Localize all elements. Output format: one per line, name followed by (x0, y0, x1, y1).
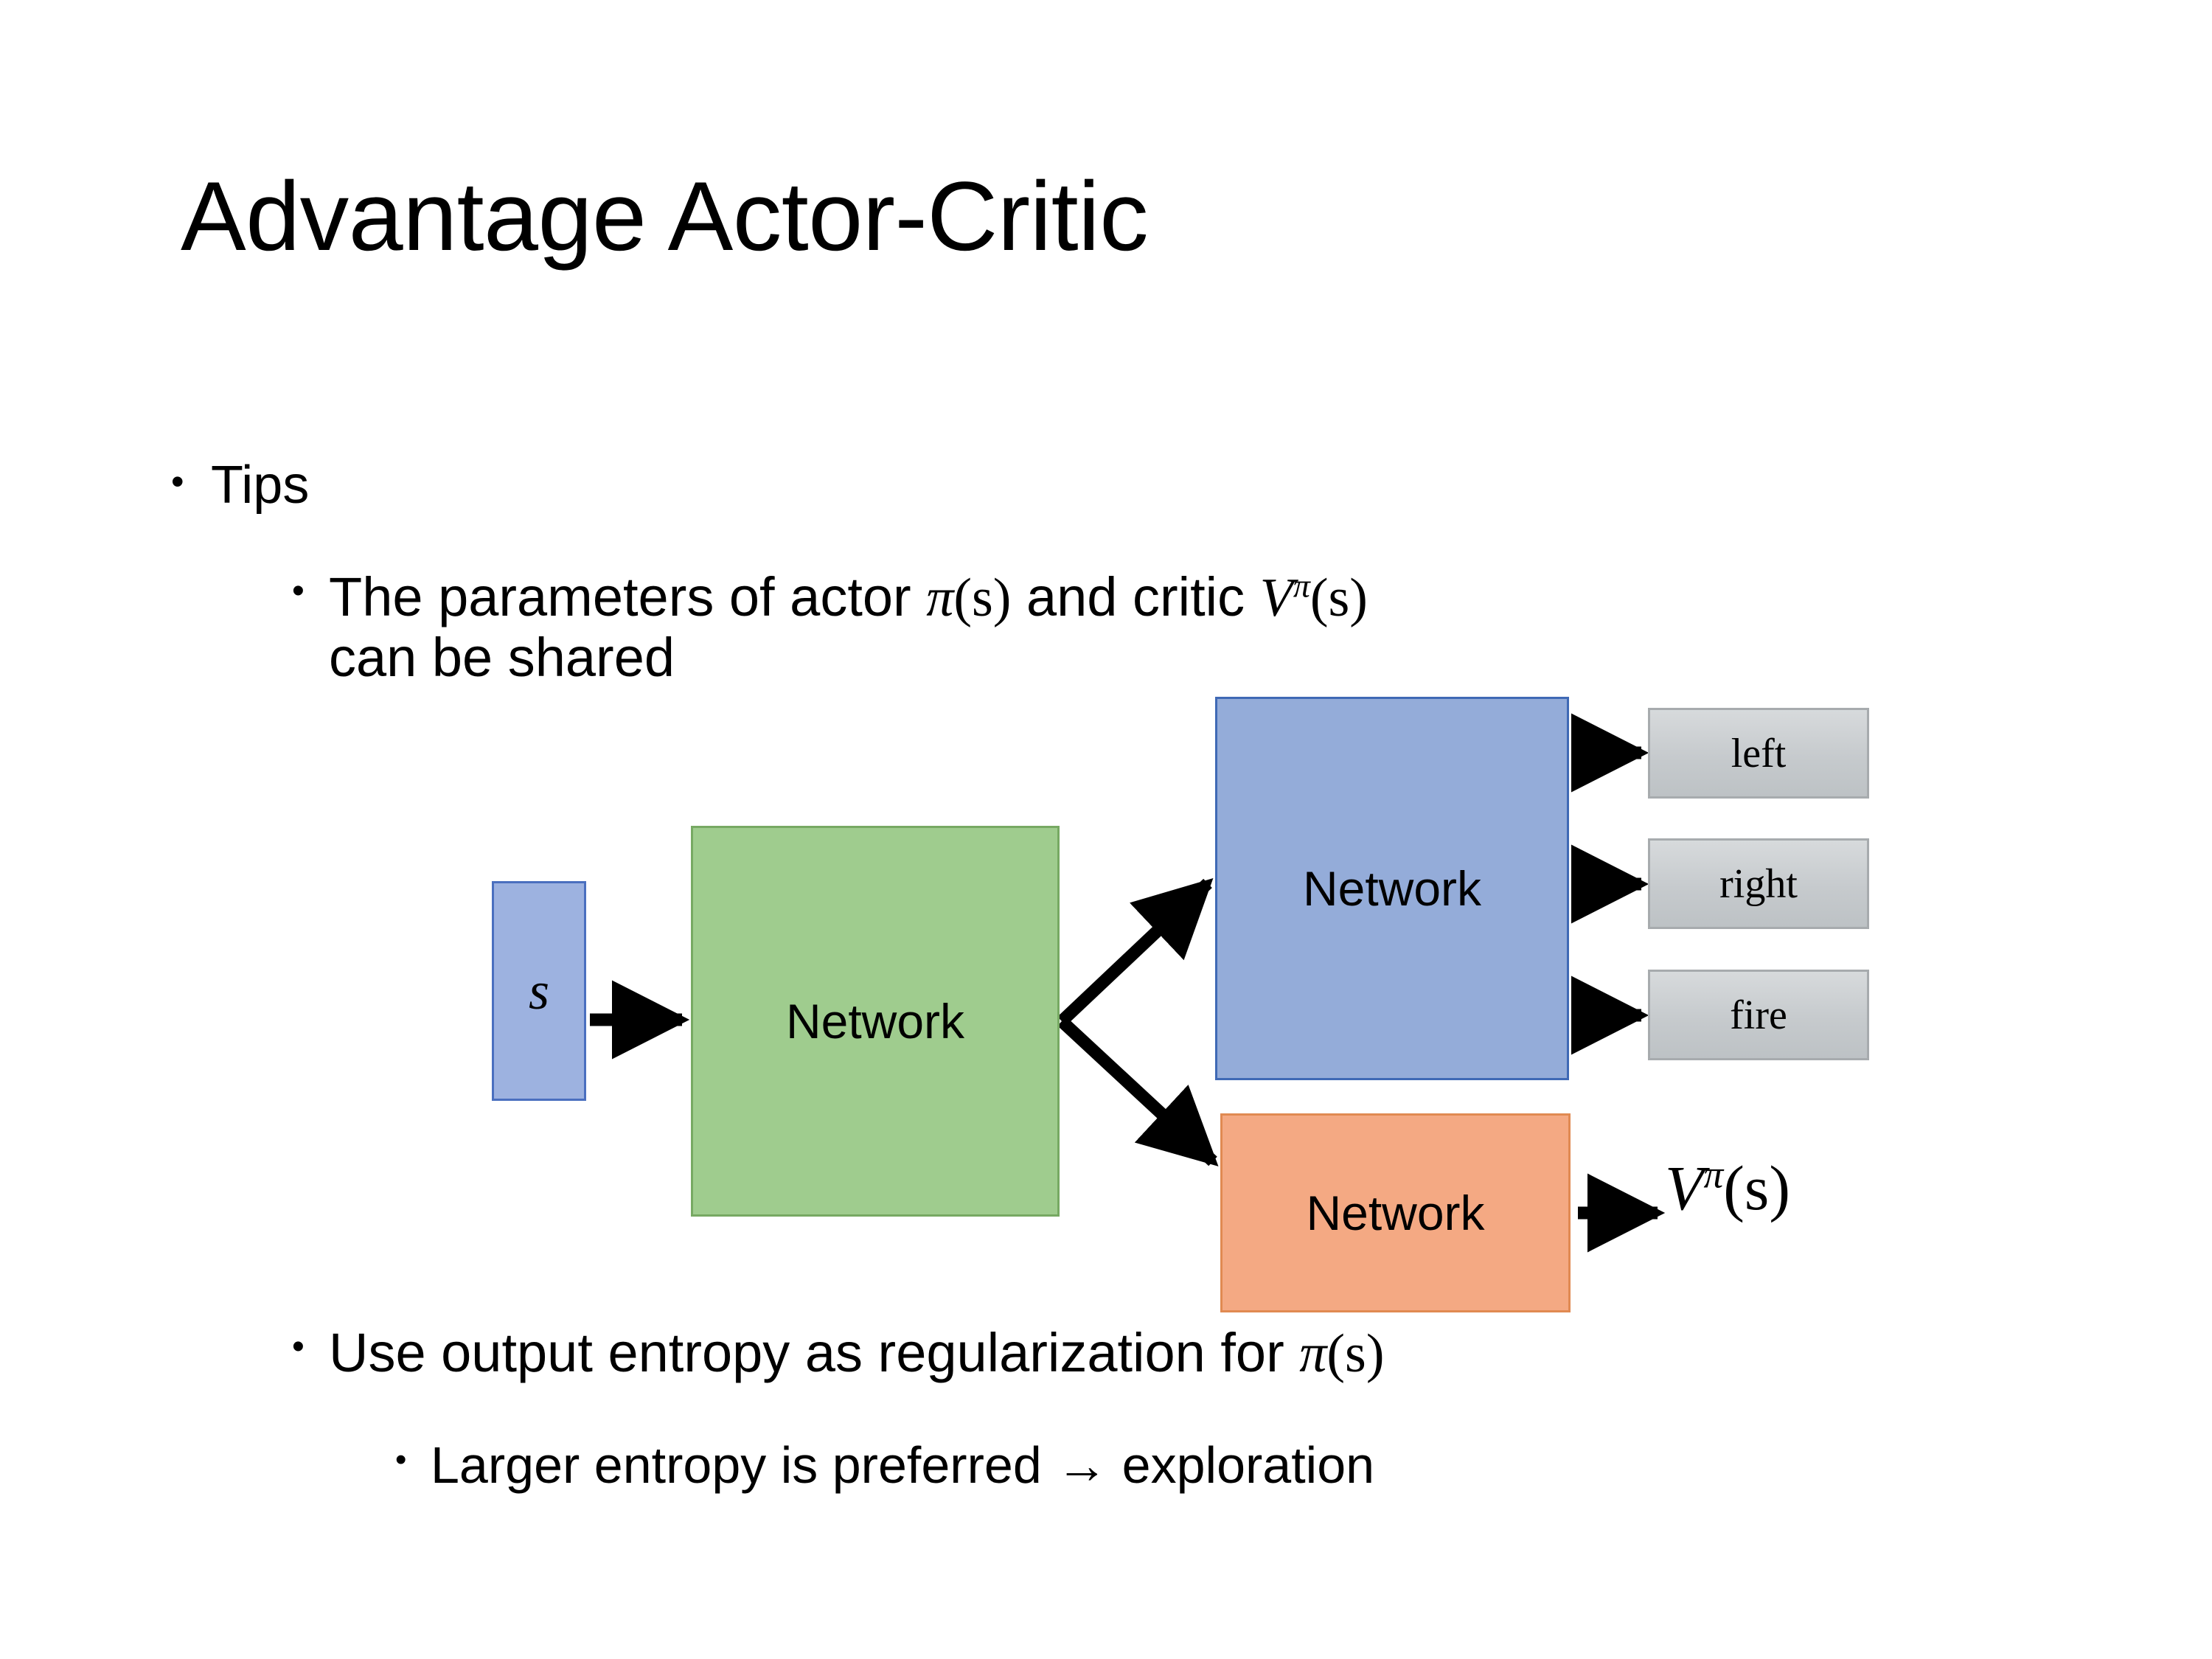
pi-glyph: π (926, 568, 954, 628)
bullet-marker: • (395, 1441, 407, 1478)
arrow-shared-to-actor (1057, 877, 1214, 1026)
params-middle: and critic (1011, 566, 1260, 627)
critic-network-label: Network (1306, 1186, 1485, 1240)
v-glyph: V (1259, 568, 1293, 628)
bullet-marker: • (292, 571, 305, 611)
action-box-left[interactable]: left (1648, 708, 1869, 799)
bullet-larger-entropy-label: Larger entropy is preferred → exploratio… (431, 1436, 1375, 1494)
bullet-tips: • Tips (171, 456, 310, 515)
action-box-right[interactable]: right (1648, 838, 1869, 929)
critic-arg: (s) (1310, 568, 1368, 628)
critic-value-output-label: Vπ(s) (1665, 1155, 1790, 1220)
action-label-fire: fire (1730, 992, 1787, 1038)
actor-network-label: Network (1302, 861, 1482, 916)
page-title: Advantage Actor-Critic (181, 162, 1149, 271)
params-line2: can be shared (329, 626, 675, 688)
critic-network-box[interactable]: Network (1220, 1113, 1571, 1312)
pi-superscript: π (1293, 566, 1310, 605)
bullet-tips-label: Tips (211, 456, 310, 515)
action-label-left: left (1731, 730, 1787, 776)
arrow-shared-to-critic (1057, 1016, 1219, 1166)
pi-glyph: π (1299, 1324, 1327, 1384)
critic-output-arg: (s) (1723, 1152, 1791, 1223)
entropy-policy-symbol: π(s) (1299, 1324, 1384, 1384)
actor-arg: (s) (953, 568, 1012, 628)
shared-network-label: Network (785, 994, 965, 1048)
bullet-marker: • (171, 461, 184, 502)
bullet-larger-entropy: • Larger entropy is preferred → explorat… (395, 1436, 2091, 1494)
entropy-prefix: Use output entropy as regularization for (329, 1322, 1300, 1383)
bullet-marker: • (292, 1327, 305, 1366)
action-box-fire[interactable]: fire (1648, 970, 1869, 1060)
bullet-shared-parameters-text: The parameters of actor π(s) and critic … (329, 568, 1368, 687)
state-input-box[interactable]: s (492, 881, 586, 1101)
bullet-shared-parameters: • The parameters of actor π(s) and criti… (292, 568, 2062, 687)
actor-policy-symbol: π(s) (926, 568, 1011, 628)
bullet-entropy-regularization: • Use output entropy as regularization f… (292, 1324, 2062, 1384)
entropy-arg: (s) (1326, 1324, 1385, 1384)
critic-value-symbol: Vπ(s) (1260, 568, 1368, 628)
bullet-entropy-text: Use output entropy as regularization for… (329, 1324, 1384, 1384)
shared-network-box[interactable]: Network (691, 826, 1060, 1217)
action-label-right: right (1719, 860, 1798, 907)
actor-network-box[interactable]: Network (1215, 697, 1569, 1080)
params-prefix: The parameters of actor (329, 566, 927, 627)
pi-superscript: π (1703, 1152, 1724, 1197)
v-glyph: V (1665, 1152, 1704, 1223)
state-label: s (528, 961, 550, 1020)
